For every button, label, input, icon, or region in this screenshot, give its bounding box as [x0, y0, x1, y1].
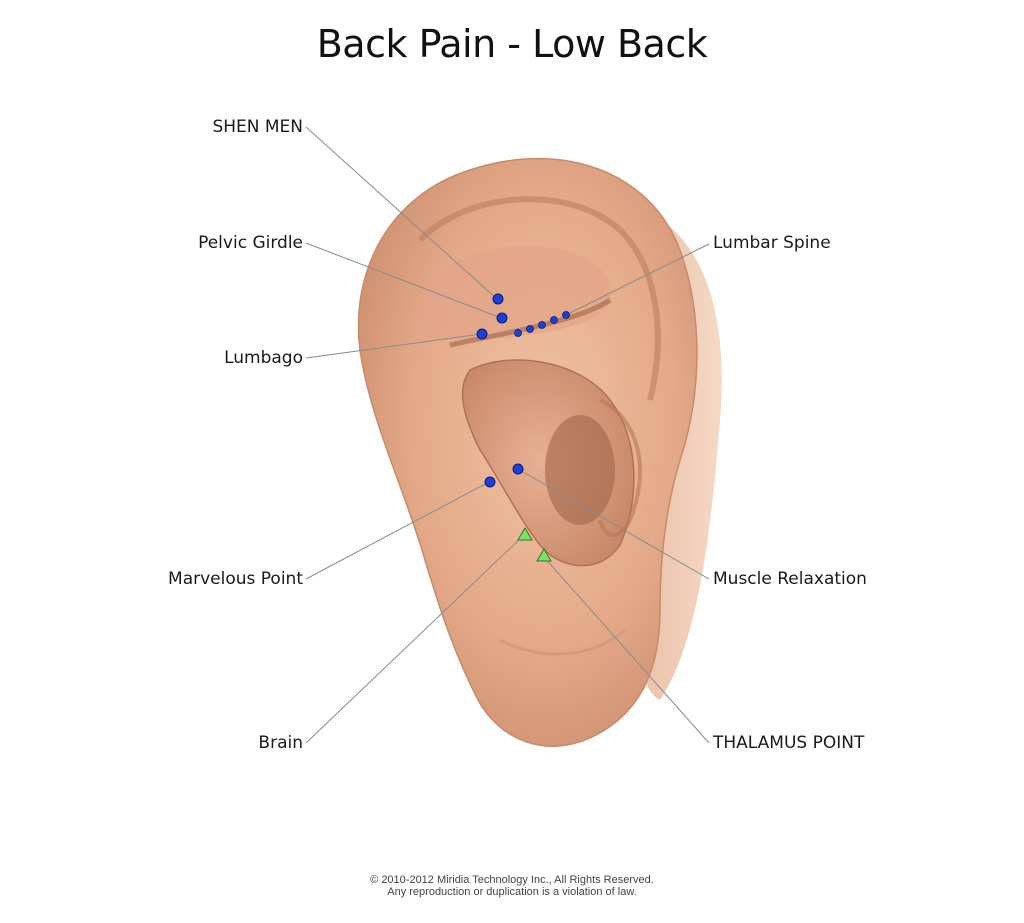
point-lumbago	[476, 328, 488, 340]
point-pelvic-girdle	[496, 312, 508, 324]
label-lumbago: Lumbago	[224, 348, 303, 368]
lobe-crease	[499, 628, 626, 656]
label-lumbar-spine: Lumbar Spine	[713, 233, 831, 253]
label-marvelous-point: Marvelous Point	[168, 569, 303, 589]
label-thalamus-point: THALAMUS POINT	[713, 733, 865, 753]
ear-canal	[545, 415, 615, 525]
leader-shen-men	[305, 126, 498, 300]
helix-fold	[417, 196, 661, 401]
leader-lines	[305, 126, 710, 744]
leader-muscle-relaxation	[517, 468, 710, 580]
leader-marvelous-point	[305, 481, 490, 580]
point-marvelous-point	[484, 476, 496, 488]
page-title: Back Pain - Low Back	[316, 22, 708, 66]
point-lumbar-spine-5	[562, 311, 570, 319]
point-lumbar-spine-3	[538, 321, 546, 329]
point-brain	[517, 527, 533, 541]
acupoints	[476, 293, 570, 562]
leader-thalamus-point	[542, 555, 710, 744]
leader-lumbago	[305, 333, 482, 359]
label-pelvic-girdle: Pelvic Girdle	[198, 233, 303, 253]
label-shen-men: SHEN MEN	[212, 117, 303, 137]
leader-lumbar-spine	[565, 243, 710, 316]
point-shen-men	[492, 293, 504, 305]
point-thalamus	[536, 548, 552, 562]
tragus	[598, 398, 642, 537]
point-lumbar-spine-1	[514, 329, 522, 337]
leader-brain	[305, 534, 525, 744]
copyright-footer: © 2010-2012 Miridia Technology Inc., All…	[0, 874, 1024, 898]
point-lumbar-spine-2	[526, 325, 534, 333]
point-lumbar-spine-4	[550, 316, 558, 324]
label-brain: Brain	[258, 733, 303, 753]
label-muscle-relaxation: Muscle Relaxation	[713, 569, 867, 589]
leader-pelvic-girdle	[305, 242, 502, 319]
copyright-line: © 2010-2012 Miridia Technology Inc., All…	[370, 874, 654, 886]
legal-notice-line: Any reproduction or duplication is a vio…	[387, 886, 637, 898]
point-muscle-relaxation	[512, 463, 524, 475]
